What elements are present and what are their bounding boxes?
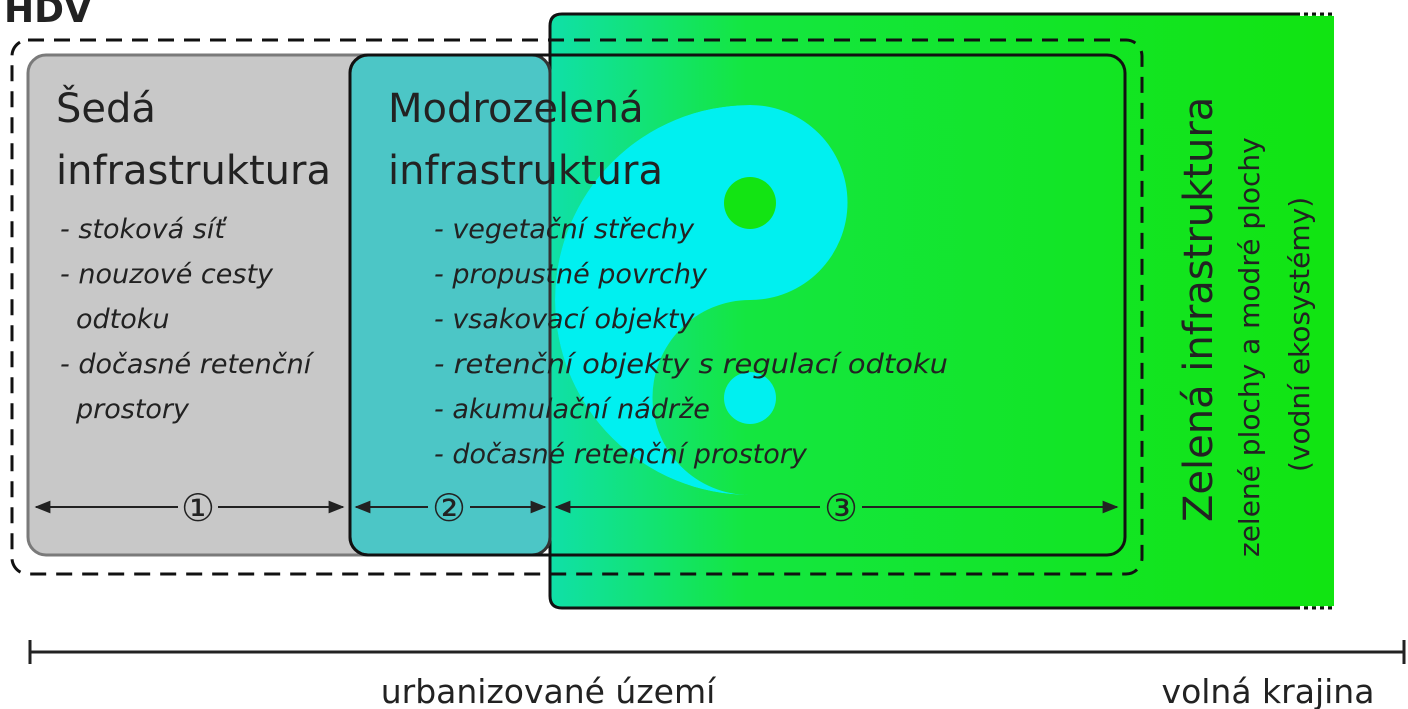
yin-yang-icon [555,105,848,495]
green-subtitle-line-2: (vodní ekosystémy) [1283,197,1316,472]
grey-item: - dočasné retenční [60,349,315,380]
grey-item: - nouzové cesty [60,259,274,290]
bluegreen-infrastructure-outline [348,53,1127,557]
axis-label-landscape: volná krajina [1162,672,1375,709]
grey-title-line-1: Šedá [56,84,156,132]
grey-title-line-2: infrastruktura [56,148,331,194]
green-subtitle-line-1: zelené plochy a modré plochy [1233,137,1266,557]
zone-3-span: ③ [554,486,1119,530]
zone-1-marker: ① [181,486,215,530]
grey-item: prostory [75,394,190,425]
bluegreen-item: - vsakovací objekty [434,304,696,335]
grey-item: - stoková síť [60,214,227,245]
zone-1-span: ① [34,486,345,530]
zone-3-marker: ③ [824,486,858,530]
grey-item: odtoku [76,304,170,335]
bluegreen-title-line-2: infrastruktura [388,148,663,194]
hdv-boundary [10,38,1144,576]
green-title: Zelená infrastruktura [1176,97,1222,522]
urbanization-axis [28,640,1406,664]
bluegreen-item: - dočasné retenční prostory [434,439,808,470]
zone-2-marker: ② [432,486,466,530]
bluegreen-item: - vegetační střechy [434,214,695,245]
bluegreen-item: - akumulační nádrže [434,394,710,425]
bluegreen-item: - propustné povrchy [434,259,708,290]
axis-label-urban: urbanizované území [381,672,717,709]
bluegreen-item: - retenční objekty s regulací odtoku [434,349,948,380]
zone-2-span: ② [354,486,547,530]
bluegreen-title-line-1: Modrozelená [388,86,644,132]
diagram-title: HDV [4,0,92,31]
